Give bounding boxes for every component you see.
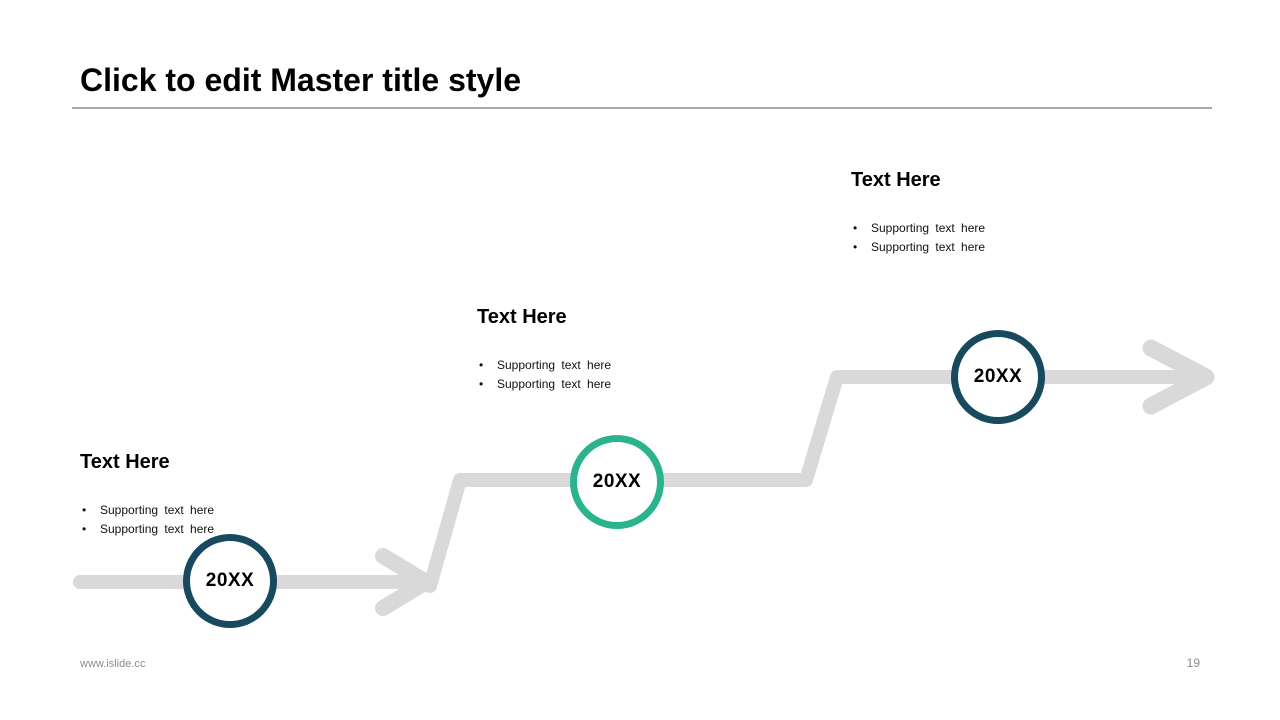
- bullet-item: Supporting text here: [80, 520, 310, 539]
- text-block-bullet-list: Supporting text here Supporting text her…: [80, 501, 310, 539]
- text-block-bullet-list: Supporting text here Supporting text her…: [851, 219, 1081, 257]
- bullet-item: Supporting text here: [477, 375, 707, 394]
- bullet-item: Supporting text here: [80, 501, 310, 520]
- text-block-heading: Text Here: [80, 451, 170, 473]
- title-divider: [72, 107, 1212, 109]
- text-block-1[interactable]: Text Here Supporting text here Supportin…: [80, 450, 310, 539]
- milestone-circle-1[interactable]: 20XX: [183, 534, 277, 628]
- footer-page-number: 19: [1186, 656, 1200, 670]
- text-block-heading: Text Here: [477, 306, 567, 328]
- footer-website: www.islide.cc: [80, 658, 146, 670]
- text-block-2[interactable]: Text Here Supporting text here Supportin…: [477, 305, 707, 394]
- text-block-3[interactable]: Text Here Supporting text here Supportin…: [851, 168, 1081, 257]
- milestone-year-label: 20XX: [205, 570, 255, 591]
- text-block-heading: Text Here: [851, 169, 941, 191]
- text-block-bullet-list: Supporting text here Supporting text her…: [477, 356, 707, 394]
- milestone-circle-2[interactable]: 20XX: [570, 435, 664, 529]
- bullet-item: Supporting text here: [851, 238, 1081, 257]
- milestone-circle-3[interactable]: 20XX: [951, 330, 1045, 424]
- bullet-item: Supporting text here: [477, 356, 707, 375]
- milestone-year-label: 20XX: [592, 471, 642, 492]
- bullet-item: Supporting text here: [851, 219, 1081, 238]
- timeline-segment-2: [423, 370, 1190, 593]
- slide-title[interactable]: Click to edit Master title style: [80, 62, 522, 98]
- milestone-year-label: 20XX: [973, 366, 1023, 387]
- timeline-arrowhead-end: [1142, 339, 1215, 415]
